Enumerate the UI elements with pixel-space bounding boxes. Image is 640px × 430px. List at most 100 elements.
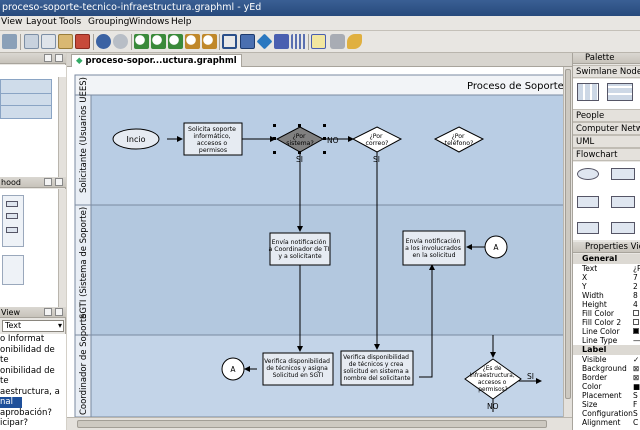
palette-section-swimlane[interactable]: Swimlane Nodes a [573,65,640,78]
paste-icon[interactable] [58,34,73,49]
zoom-fit-icon[interactable] [168,34,183,49]
cut-icon[interactable] [24,34,39,49]
neighborhood-panel[interactable] [0,189,66,307]
overview-scrollbar[interactable] [58,77,66,177]
canvas-vertical-scrollbar[interactable] [563,67,572,417]
plugin-icon[interactable] [330,34,345,49]
maximize-icon[interactable] [55,54,63,62]
left-panels: hood View Text ▾ o Informat onibilidad d… [0,53,66,430]
minimize-icon[interactable] [44,178,52,186]
delete-icon[interactable] [75,34,90,49]
grid-icon[interactable] [291,34,306,49]
graph-canvas[interactable]: Proceso de Soporte T Solicitante (Usuari… [67,67,563,417]
node-por-telefono[interactable] [433,126,485,153]
palette-flowchart-items[interactable] [573,162,640,240]
node-inicio-label: Incio [127,135,146,144]
list-item[interactable]: nal [0,397,22,408]
list-item[interactable]: aprobación? [0,407,52,418]
redo-icon[interactable] [113,34,128,49]
wand-icon[interactable] [347,34,362,49]
list-item[interactable]: icipar? [0,418,29,428]
node-notifica-involucrados[interactable] [402,230,466,266]
list-item[interactable]: o Informat [0,334,45,344]
menu-windows[interactable]: Windows [129,17,170,27]
palette-item[interactable] [611,168,635,180]
overview-panel[interactable] [0,65,66,177]
menu-layout[interactable]: Layout [26,17,57,27]
palette-item[interactable] [611,222,635,234]
node-inicio[interactable] [112,128,160,150]
node-es-infraestructura[interactable] [464,358,522,400]
tab-document[interactable]: ◆ proceso-sopor...uctura.graphml [71,54,242,67]
properties-label-rows: Visible✓ Background⊠ Border⊠ Color■ Plac… [573,355,640,430]
node-notifica-involucrados-label: Envía notificación a los involucrados en… [405,237,463,259]
palette-header: Palette [573,53,640,64]
horizontal-scroll-thumb[interactable] [77,420,547,428]
list-item[interactable]: aestructura, a [0,386,60,397]
zoom-area-icon[interactable] [202,34,217,49]
palette-item[interactable] [577,222,599,234]
node-solicita-soporte[interactable] [183,122,243,156]
diamond-icon[interactable] [256,33,273,50]
node-connector-a[interactable] [484,235,508,259]
node-por-sistema-label: ¿Por sistema? [286,133,314,147]
lane-solicitante[interactable] [74,94,563,206]
node-verifica-crea[interactable] [340,350,414,386]
palette-item[interactable] [611,196,635,208]
menu-tools[interactable]: Tools [59,17,82,27]
menu-bar: View Layout Tools Grouping Windows Help [0,16,640,31]
diagram-svg[interactable]: Proceso de Soporte T Solicitante (Usuari… [67,67,563,417]
palette-section-network[interactable]: Computer Network [573,122,640,135]
zoom-selection-icon[interactable] [185,34,200,49]
node-por-correo-label: ¿Por correo? [366,133,389,147]
vertical-scroll-thumb[interactable] [565,69,571,399]
palette-section-people[interactable]: People [573,109,640,122]
lane-sgti[interactable] [74,204,563,336]
neighborhood-header: hood [0,177,66,188]
node-connector-a-label: A [493,243,499,252]
node-connector-a[interactable] [221,357,245,381]
select-mode-icon[interactable] [222,34,237,49]
node-es-infraestructura-label: ¿Es de Infraestructura, accesos o permis… [469,366,516,393]
undo-icon[interactable] [96,34,111,49]
copy-icon[interactable] [41,34,56,49]
palette-item[interactable] [577,168,599,180]
menu-help[interactable]: Help [171,17,192,27]
window-title-bar: proceso-soporte-tecnico-infraestructura.… [0,0,640,16]
minimize-icon[interactable] [44,54,52,62]
node-por-telefono-label: ¿Por teléfono? [445,133,474,147]
list-item[interactable]: onibilidad de te [0,365,55,387]
minimize-icon[interactable] [44,308,52,316]
edge-label-no: NO [487,402,499,411]
properties-group-label[interactable]: Label [573,345,640,355]
open-icon[interactable] [2,34,17,49]
properties-icon[interactable] [311,34,326,49]
view-select[interactable]: Text ▾ [2,320,64,332]
right-panels: Palette Swimlane Nodes a People Computer… [572,53,640,430]
palette-item[interactable] [607,83,633,101]
zoom-in-icon[interactable] [134,34,149,49]
neighborhood-scrollbar[interactable] [58,189,66,307]
node-notifica-coordinador[interactable] [269,232,331,266]
selection-handles[interactable] [273,124,326,154]
zoom-out-icon[interactable] [151,34,166,49]
palette-section-uml[interactable]: UML [573,135,640,148]
structure-text-list[interactable]: o Informat onibilidad de te onibilidad d… [0,334,66,430]
node-verifica-asigna[interactable] [262,352,334,386]
menu-grouping[interactable]: Grouping [88,17,130,27]
menu-view[interactable]: View [1,17,23,27]
node-por-correo[interactable] [351,126,403,153]
maximize-icon[interactable] [55,308,63,316]
properties-group-general[interactable]: General [573,254,640,264]
orthogonal-icon[interactable] [274,34,289,49]
palette-item[interactable] [577,83,599,101]
palette-section-flowchart[interactable]: Flowchart [573,148,640,161]
maximize-icon[interactable] [55,178,63,186]
layout-icon[interactable] [240,34,255,49]
chevron-down-icon: ▾ [57,321,62,330]
canvas-horizontal-scrollbar[interactable] [67,417,572,430]
list-item[interactable]: onibilidad de te [0,344,55,366]
palette-swimlane-items[interactable] [573,79,640,111]
palette-item[interactable] [577,196,599,208]
overview-viewport[interactable] [0,79,52,119]
